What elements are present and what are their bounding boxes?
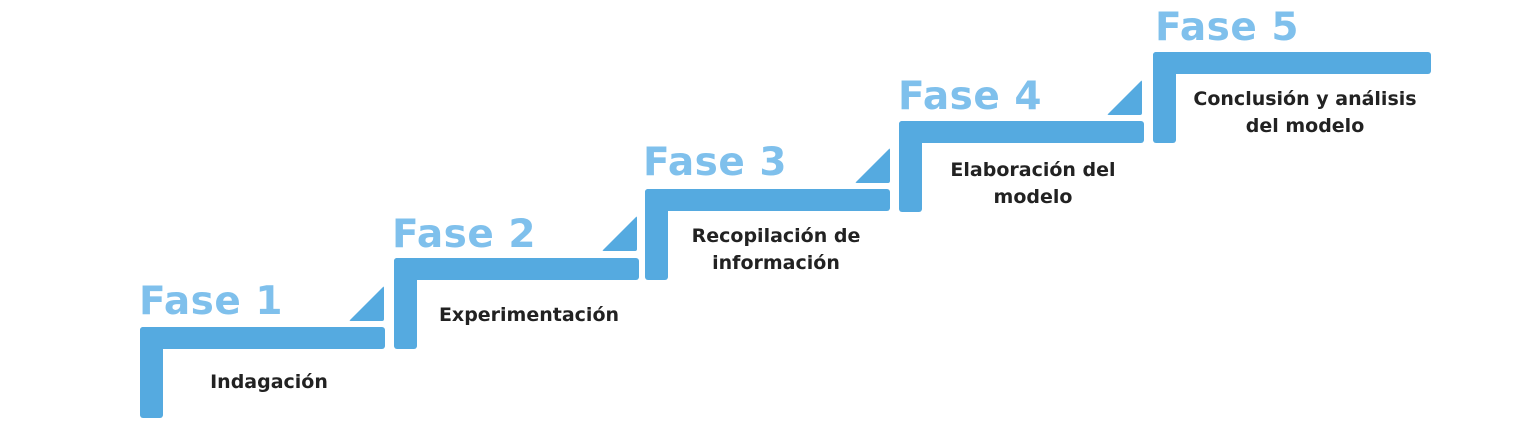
step-4-corner-triangle [1107, 80, 1142, 115]
phase-1-title: Fase 1 [139, 279, 284, 324]
phase-3-title: Fase 3 [643, 140, 788, 185]
phase-5-description: Conclusión y análisis del modelo [1193, 88, 1417, 137]
step-2-riser [394, 258, 417, 349]
phase-2-description: Experimentación [438, 304, 620, 326]
step-5-riser [1153, 52, 1176, 143]
step-4-riser [899, 121, 922, 212]
phase-4-description: Elaboración del modelo [950, 159, 1116, 208]
step-1-riser [140, 327, 163, 418]
step-3-tread [645, 189, 890, 211]
phase-4-title: Fase 4 [898, 74, 1043, 119]
phase-5-title: Fase 5 [1155, 5, 1300, 50]
phase-1-description: Indagación [210, 371, 328, 393]
step-5-tread [1153, 52, 1431, 74]
step-3-corner-triangle [855, 148, 890, 183]
phase-2-title: Fase 2 [392, 212, 537, 257]
step-1-tread [140, 327, 385, 349]
step-3-riser [645, 189, 668, 280]
phase-3-description: Recopilación de información [691, 225, 861, 274]
step-2-corner-triangle [602, 216, 637, 251]
step-2-tread [394, 258, 639, 280]
step-1-corner-triangle [349, 286, 384, 321]
step-4-tread [899, 121, 1144, 143]
